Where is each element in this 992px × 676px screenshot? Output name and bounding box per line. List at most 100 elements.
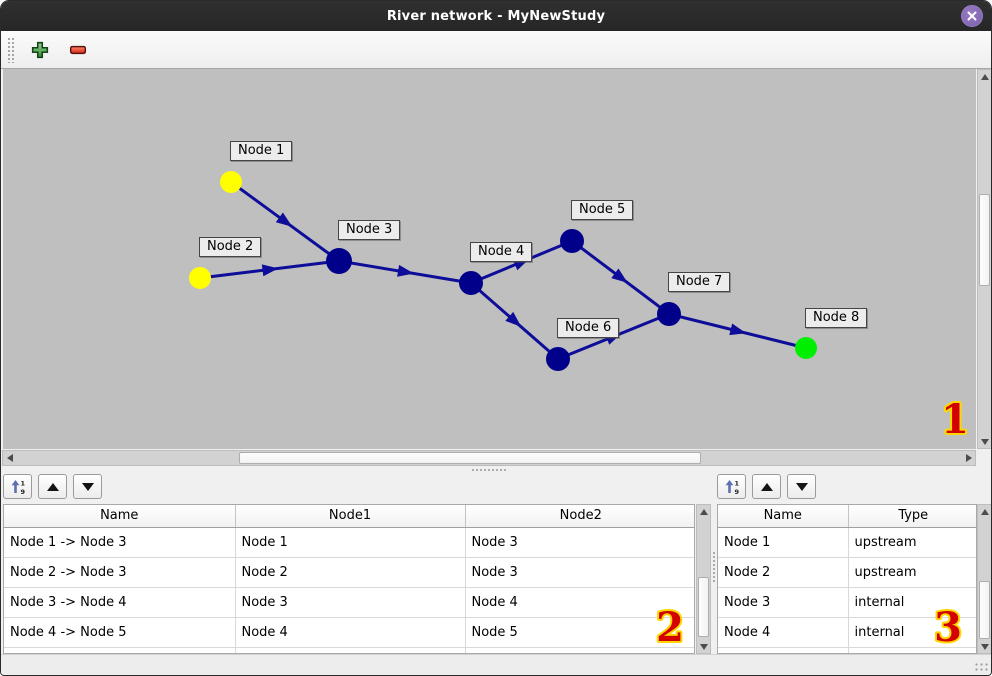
table-cell[interactable]: Node 2 [718,557,849,588]
node-n6-internal[interactable] [546,347,570,371]
plus-icon [31,41,49,58]
scroll-up-button[interactable] [978,505,991,518]
table-cell[interactable]: Node 4 [235,617,466,648]
node-label-n4[interactable]: Node 4 [470,242,533,262]
up-triangle-icon [46,482,59,491]
column-header-node2[interactable]: Node2 [465,505,694,528]
horizontal-splitter[interactable] [1,467,991,473]
canvas-hscroll-thumb[interactable] [239,452,701,464]
node-n3-internal[interactable] [326,248,352,274]
titlebar[interactable]: River network - MyNewStudy [1,1,991,31]
table-cell[interactable]: Node 3 [718,587,849,618]
edge-arrowhead [397,264,414,277]
table-cell[interactable]: upstream [848,527,976,558]
table-cell[interactable]: Node 1 [235,527,466,558]
scroll-right-button[interactable] [962,451,975,464]
add-node-button[interactable] [28,38,52,62]
node-label-n5[interactable]: Node 5 [571,200,634,220]
table-cell[interactable]: Node 5 [465,617,694,648]
node-label-n8[interactable]: Node 8 [805,308,868,328]
toolbar-drag-handle[interactable] [7,36,14,63]
edge-arrowhead [275,212,293,227]
table-cell[interactable]: Node 4 [718,617,849,648]
move-down-button[interactable] [787,474,816,499]
sort-button[interactable]: 1 9 [3,474,32,499]
canvas-vertical-scrollbar[interactable] [977,69,991,449]
nodes-table-scrollbar[interactable] [977,504,991,654]
arrow-down-icon [980,643,989,650]
node-label-n6[interactable]: Node 6 [557,318,620,338]
nodes-scroll-thumb[interactable] [979,581,990,639]
river-network-canvas[interactable]: Node 1 Node 2 Node 3 Node 4 Node 5 Node 6 Node… [3,69,976,449]
up-triangle-icon [760,482,773,491]
column-header-name[interactable]: Name [718,505,849,528]
table-cell[interactable]: Node 4 [465,587,694,618]
vertical-splitter[interactable] [711,473,717,654]
splitter-handle-dots [712,551,716,583]
edges-table-scrollbar[interactable] [696,504,711,654]
node-n1-upstream[interactable] [220,171,242,193]
down-triangle-icon [81,482,94,491]
column-header-name[interactable]: Name [4,505,236,528]
scroll-down-button[interactable] [697,640,710,653]
sort-button[interactable]: 1 9 [717,474,746,499]
column-header-type[interactable]: Type [848,505,976,528]
scroll-down-button[interactable] [978,640,991,653]
table-cell[interactable]: Node 3 -> Node 4 [4,587,236,618]
edges-toolbar: 1 9 [3,474,102,500]
edges-scroll-thumb[interactable] [698,577,709,637]
arrow-right-icon [965,453,972,462]
node-n7-internal[interactable] [657,302,681,326]
canvas-vscroll-thumb[interactable] [979,194,990,286]
table-cell[interactable]: Node 3 [465,527,694,558]
node-label-n3[interactable]: Node 3 [338,220,401,240]
table-cell[interactable]: Node 1 -> Node 3 [4,527,236,558]
sort-1-9-icon: 1 9 [725,479,739,495]
svg-text:1: 1 [734,479,739,487]
node-label-n7[interactable]: Node 7 [668,272,731,292]
move-up-button[interactable] [752,474,781,499]
table-cell[interactable]: Node 2 -> Node 3 [4,557,236,588]
table-cell[interactable]: Node 1 [718,527,849,558]
move-down-button[interactable] [73,474,102,499]
scroll-up-button[interactable] [978,70,991,83]
scroll-left-button[interactable] [3,451,16,464]
toolbar [1,31,991,69]
node-n5-internal[interactable] [560,229,584,253]
remove-node-button[interactable] [66,38,90,62]
table-cell[interactable]: Node 2 [235,557,466,588]
table-row-empty [718,647,976,653]
arrow-down-icon [980,438,989,445]
table-cell [4,647,236,653]
close-button[interactable] [961,5,983,27]
arrow-up-icon [980,73,989,80]
node-label-n2[interactable]: Node 2 [199,237,262,257]
table-cell[interactable]: Node 3 [465,557,694,588]
table-cell[interactable]: Node 3 [235,587,466,618]
table-cell[interactable]: upstream [848,557,976,588]
table-cell[interactable]: Node 4 -> Node 5 [4,617,236,648]
window-resize-grip[interactable] [974,662,988,672]
node-n8-downstream[interactable] [795,337,817,359]
table-cell[interactable]: internal [848,617,976,648]
node-n2-upstream[interactable] [189,267,211,289]
canvas-horizontal-scrollbar[interactable] [2,450,976,466]
scroll-down-button[interactable] [978,435,991,448]
column-header-node1[interactable]: Node1 [235,505,466,528]
svg-text:9: 9 [734,488,739,495]
move-up-button[interactable] [38,474,67,499]
table-cell[interactable]: internal [848,587,976,618]
node-label-n1[interactable]: Node 1 [230,141,293,161]
scroll-up-button[interactable] [697,505,710,518]
node-n4-internal[interactable] [459,271,483,295]
